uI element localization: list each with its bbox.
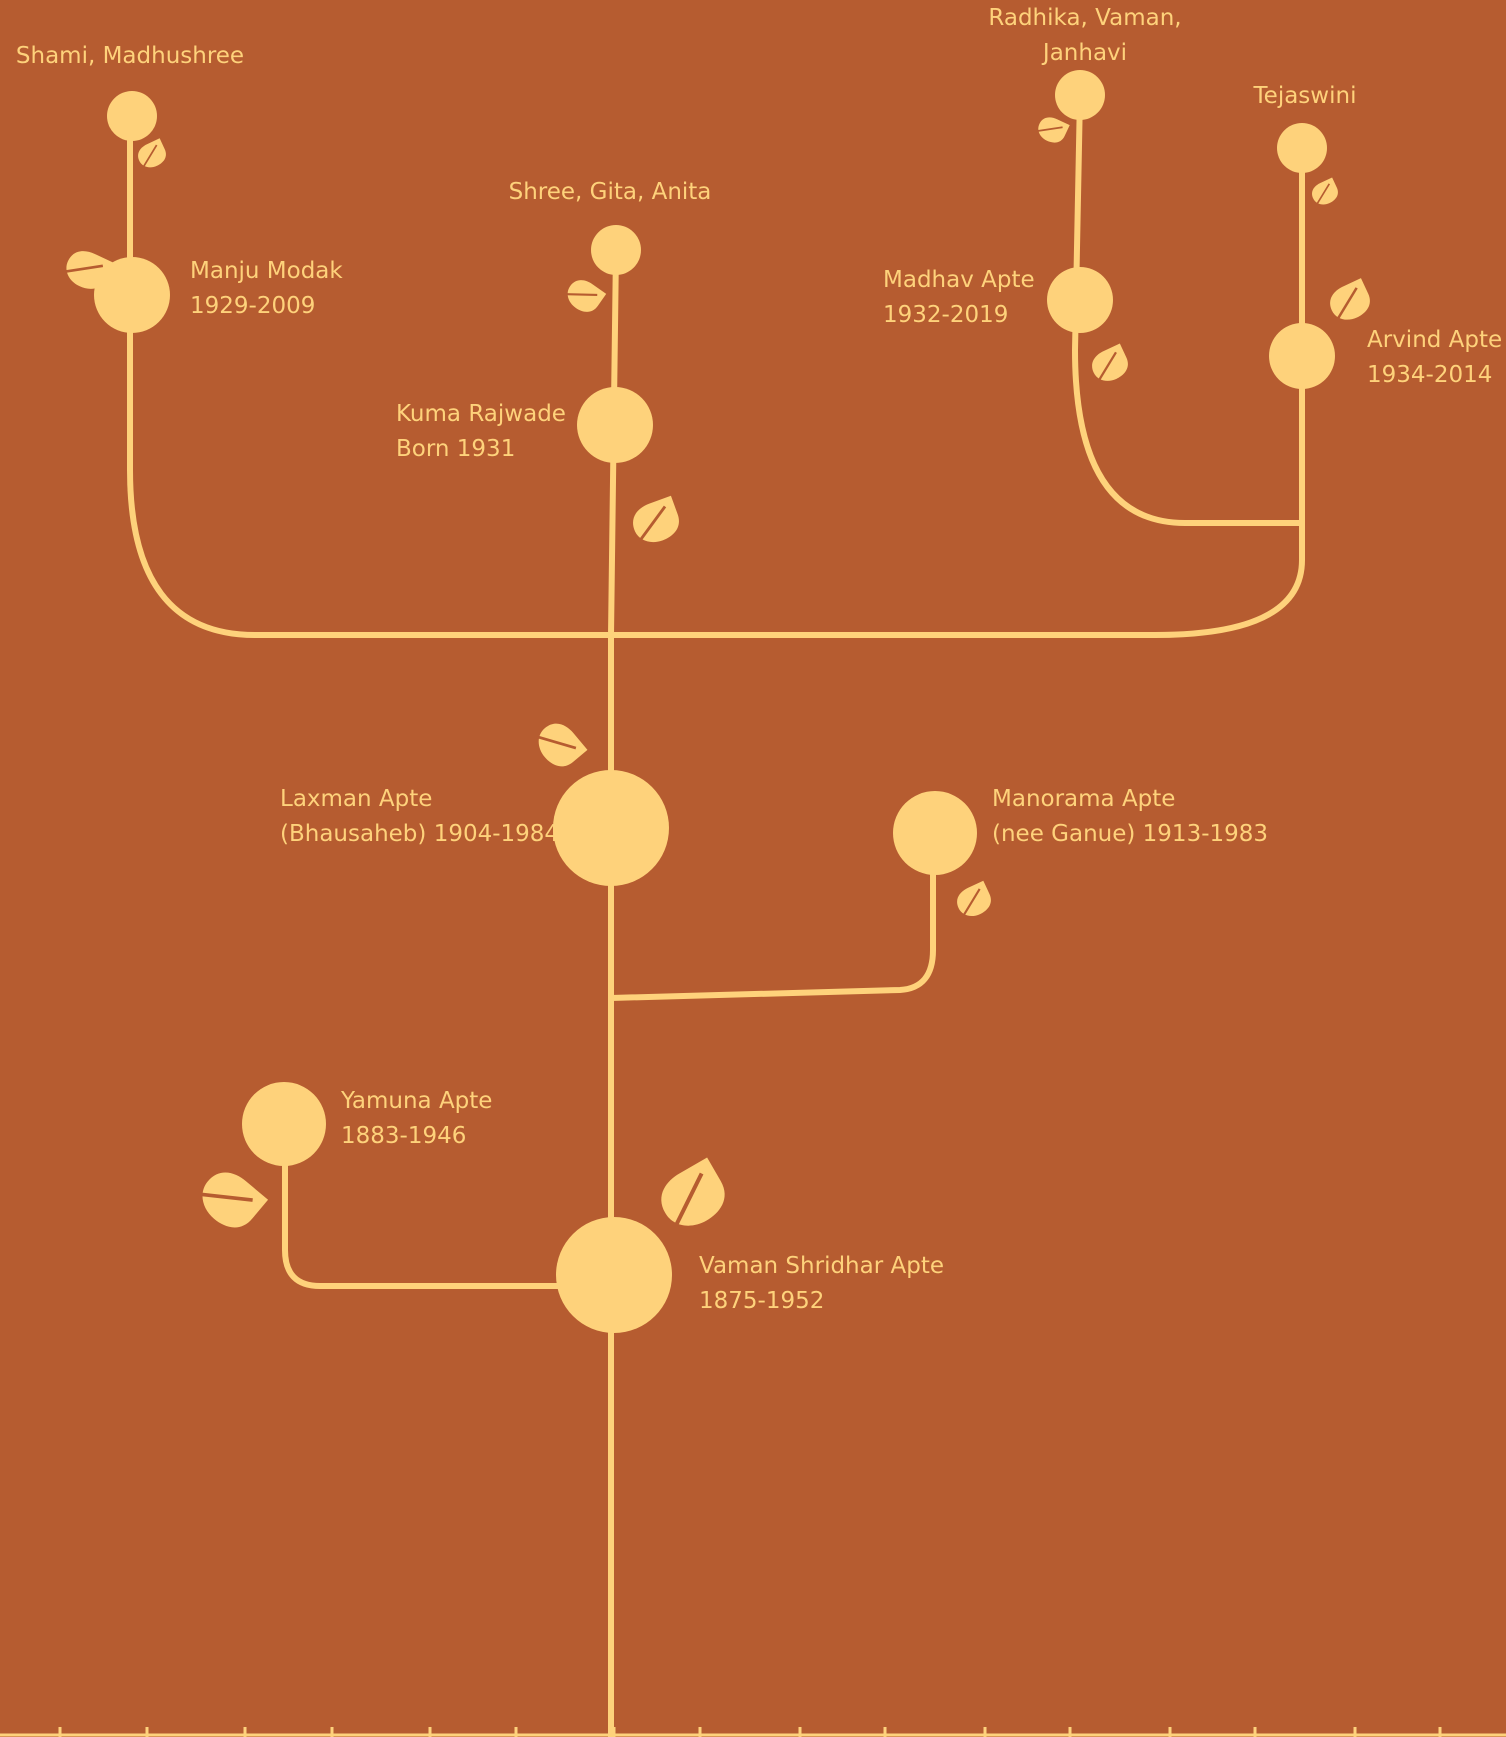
node-kuma-rajwade (577, 387, 653, 463)
node-madhav-apte (1047, 267, 1113, 333)
person-name: Madhav Apte (883, 267, 1035, 293)
label-children-madhav: Radhika, Vaman, Janhavi (960, 1, 1210, 71)
node-laxman-apte (553, 770, 669, 886)
leaf-icon (1092, 343, 1128, 381)
person-years: 1932-2019 (883, 302, 1009, 328)
branch-yamuna (282, 1122, 614, 1289)
node-children-kuma (591, 225, 641, 275)
leaf-icon (65, 251, 114, 289)
label-arvind-apte: Arvind Apte 1934-2014 (1367, 323, 1502, 393)
person-name: Kuma Rajwade (396, 401, 566, 427)
person-name: Manju Modak (190, 258, 343, 284)
branch-manorama (608, 827, 936, 1001)
node-manorama-apte (893, 791, 977, 875)
leaf-icon (661, 1157, 725, 1227)
label-vaman-shridhar-apte: Vaman Shridhar Apte 1875-1952 (699, 1249, 944, 1319)
label-yamuna-apte: Yamuna Apte 1883-1946 (341, 1084, 492, 1154)
person-name: Manorama Apte (992, 786, 1176, 812)
label-children-arvind: Tejaswini (1220, 79, 1390, 114)
leaf-icon (138, 138, 166, 168)
node-arvind-apte (1269, 323, 1335, 389)
label-children-kuma: Shree, Gita, Anita (495, 175, 725, 210)
person-name: Laxman Apte (280, 786, 433, 812)
children-names: Shami, Madhushree (15, 43, 245, 69)
node-manju-modak (94, 257, 170, 333)
node-children-arvind (1277, 123, 1327, 173)
node-children-manju (107, 91, 157, 141)
person-years: 1929-2009 (190, 293, 316, 319)
leaf-icon (537, 723, 588, 767)
node-children-madhav (1055, 70, 1105, 120)
leaf-icon (1330, 278, 1370, 320)
branch-children-of-laxman (127, 142, 1305, 638)
person-years: Born 1931 (396, 436, 516, 462)
children-names: Janhavi (1042, 40, 1128, 66)
children-names: Tejaswini (1253, 83, 1357, 109)
label-manju-modak: Manju Modak 1929-2009 (190, 254, 343, 324)
branch-madhav (1071, 92, 1305, 526)
label-kuma-rajwade: Kuma Rajwade Born 1931 (396, 397, 566, 467)
label-manorama-apte: Manorama Apte (nee Ganue) 1913-1983 (992, 782, 1268, 852)
leaf-icon (566, 280, 607, 312)
person-years: 1934-2014 (1367, 362, 1493, 388)
label-laxman-apte: Laxman Apte (Bhausaheb) 1904-1984 (280, 782, 559, 852)
leaf-icon (633, 495, 679, 543)
label-children-manju: Shami, Madhushree (10, 39, 250, 74)
leaf-icon (200, 1172, 269, 1228)
label-madhav-apte: Madhav Apte 1932-2019 (883, 263, 1035, 333)
person-name: Yamuna Apte (341, 1088, 493, 1114)
leaf-icon (1312, 177, 1338, 205)
node-yamuna-apte (242, 1082, 326, 1166)
person-name: Vaman Shridhar Apte (699, 1253, 944, 1279)
leaf-icon (957, 880, 991, 916)
person-years: 1883-1946 (341, 1123, 467, 1149)
children-names: Radhika, Vaman, (988, 5, 1182, 31)
person-years: (nee Ganue) 1913-1983 (992, 821, 1269, 847)
person-name: Arvind Apte (1367, 327, 1503, 353)
children-names: Shree, Gita, Anita (508, 179, 712, 205)
node-vaman-shridhar-apte (556, 1217, 672, 1333)
person-years: 1875-1952 (699, 1288, 825, 1314)
person-years: (Bhausaheb) 1904-1984 (280, 821, 560, 847)
leaf-icon (1037, 117, 1070, 143)
